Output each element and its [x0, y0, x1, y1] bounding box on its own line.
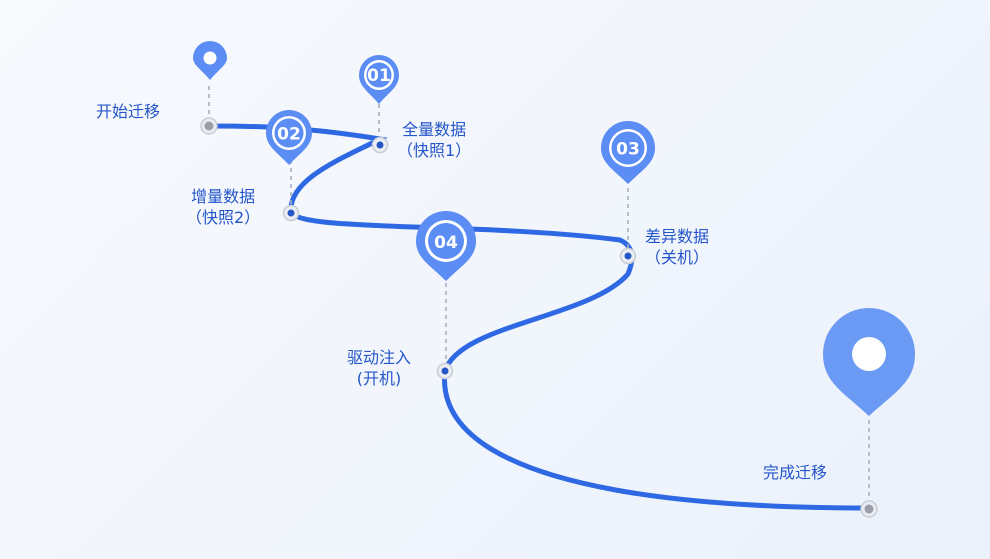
step-01-number: 01 [367, 66, 391, 86]
step-04-subtitle: (开机) [356, 369, 402, 388]
end-label-text: 完成迁移 [763, 463, 828, 482]
end-node-dot [860, 500, 878, 518]
start-pin-icon [193, 41, 227, 80]
start-node-dot [200, 117, 218, 135]
end-label: 完成迁移 [763, 462, 827, 483]
step-03-title: 差异数据 [645, 227, 710, 246]
step-02-title: 增量数据 [191, 187, 256, 206]
step-03-subtitle: （关机） [645, 248, 710, 267]
step-03-node-dot [619, 247, 637, 265]
step-01-title: 全量数据 [402, 120, 467, 139]
step-02-subtitle: （快照2） [186, 208, 261, 227]
step-03-number: 03 [616, 140, 640, 160]
start-label: 开始迁移 [96, 101, 160, 122]
step-01-node-dot [371, 136, 389, 154]
step-04-pin-icon: 04 [416, 211, 476, 281]
step-02-node-dot [282, 204, 300, 222]
step-04-number: 04 [434, 233, 458, 253]
dashed-connectors [208, 86, 870, 500]
step-02-number: 02 [277, 125, 301, 145]
step-03-label: 差异数据 （关机） [645, 226, 709, 268]
start-label-text: 开始迁移 [96, 102, 161, 121]
step-01-subtitle: （快照1） [397, 141, 472, 160]
step-02-label: 增量数据 （快照2） [186, 186, 260, 228]
end-pin-icon [823, 308, 915, 416]
migration-route-path [206, 123, 872, 511]
step-03-pin-icon: 03 [601, 121, 655, 184]
step-01-pin-icon: 01 [359, 55, 399, 104]
step-02-pin-icon: 02 [266, 110, 312, 165]
step-04-title: 驱动注入 [347, 348, 412, 367]
step-01-label: 全量数据 （快照1） [397, 119, 471, 161]
step-04-node-dot [436, 362, 454, 380]
step-04-label: 驱动注入 (开机) [347, 347, 411, 389]
